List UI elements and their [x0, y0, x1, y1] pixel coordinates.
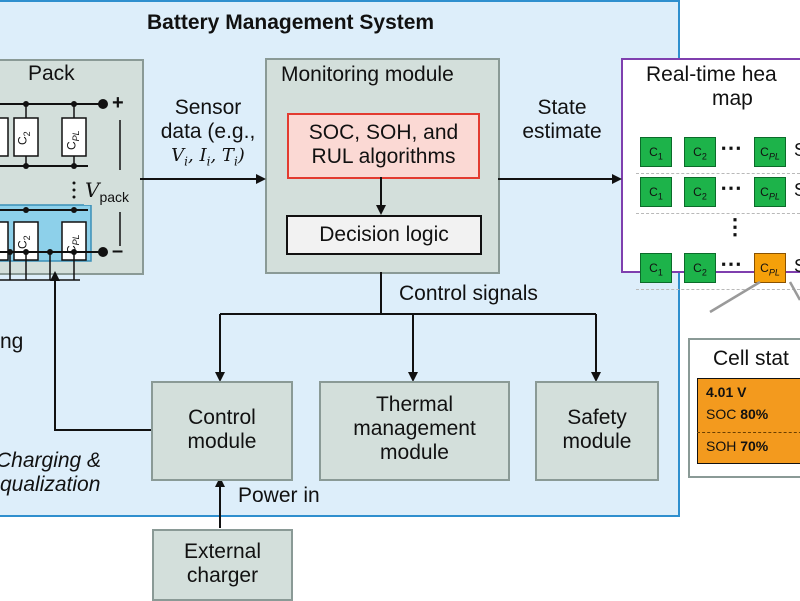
cell-soc-value: 80% [740, 406, 769, 422]
vpack-subscript: pack [99, 189, 130, 205]
decision-logic-label: Decision logic [319, 223, 449, 246]
heatmap-cell-label: C [649, 145, 658, 159]
heatmap-cell-label: C [649, 185, 658, 199]
state-estimate-label: State estimate [510, 96, 614, 144]
decision-logic-box: Decision logic [286, 215, 482, 255]
pack-plus-label: + [112, 92, 124, 114]
arrow-charging [50, 271, 151, 431]
pack-minus-label: – [112, 240, 124, 262]
heatmap-title-line2: map [712, 87, 753, 110]
heatmap-row-ellipsis: ⋯ [720, 135, 742, 160]
cell-soc: SOC 80% [706, 406, 768, 422]
vpack-label: Vpack [84, 178, 131, 205]
charging-line2: qualization [0, 473, 101, 496]
state-estimate-line1: State [537, 96, 587, 119]
cell-soh: SOH 70% [706, 438, 768, 454]
pack-cut-label: ng [0, 330, 24, 353]
heatmap-cell-label: C [693, 145, 702, 159]
thermal-line3: module [380, 441, 449, 464]
heatmap-cell-label: C [649, 261, 658, 275]
pack-terminal-plus [98, 99, 108, 109]
callout-line-right [788, 281, 800, 301]
heatmap-cell-label: C [693, 185, 702, 199]
cell-soh-label: SOH [706, 438, 737, 454]
heatmap-cell-label: C [760, 261, 769, 275]
algorithms-box: SOC, SOH, and RUL algorithms [287, 113, 480, 179]
heatmap-cell: C2 [684, 137, 716, 167]
pack-cell-bot-1 [0, 221, 9, 261]
pack-terminal-minus [98, 247, 108, 257]
thermal-line1: Thermal [375, 393, 454, 416]
heatmap-cell-label: C [693, 261, 702, 275]
heatmap-cell: CPL [754, 177, 786, 207]
cell-soc-label: SOC [706, 406, 737, 422]
heatmap-cell-label: C [760, 145, 769, 159]
control-signals-label: Control signals [399, 282, 538, 305]
heatmap-cell: C2 [684, 253, 716, 283]
heatmap-cell: C1 [640, 137, 672, 167]
heatmap-cell: C1 [640, 177, 672, 207]
callout-line-left [709, 280, 761, 314]
heatmap-row-separator [636, 289, 800, 290]
heatmap-cell: CPL [754, 137, 786, 167]
charging-line1: Charging & [0, 449, 102, 472]
external-charger: External charger [152, 529, 293, 601]
bms-title: Battery Management System [147, 11, 435, 34]
sensor-line3: Vi, Ii, Ti) [150, 144, 266, 174]
algorithms-line2: RUL algorithms [311, 145, 456, 168]
safety-line2: module [562, 430, 632, 453]
safety-line1: Safety [567, 406, 627, 429]
cell-status-divider [697, 432, 800, 433]
heatmap-row-ellipsis: ⋯ [720, 175, 742, 200]
state-estimate-line2: estimate [522, 120, 602, 143]
charger-line1: External [183, 540, 262, 563]
heatmap-title: Real-time hea map [628, 63, 800, 111]
cell-status-card [697, 378, 800, 464]
thermal-management-module: Thermal management module [319, 381, 510, 481]
heatmap-row-status: S [794, 256, 800, 277]
heatmap-cell-label: C [760, 185, 769, 199]
cell-status-title: Cell stat [713, 347, 789, 370]
pack-circuit [0, 99, 121, 281]
pack-cell-top-1 [0, 117, 9, 157]
control-module-line1: Control [188, 406, 256, 429]
heatmap-title-line1: Real-time hea [646, 63, 777, 86]
vpack-symbol: V [85, 178, 100, 202]
heatmap-cell: CPL [754, 253, 786, 283]
sensor-line1: Sensor [174, 96, 242, 119]
heatmap-row-status: S [794, 140, 800, 161]
heatmap-vdots: ⋮ [724, 214, 746, 239]
heatmap-row-separator [636, 213, 800, 214]
heatmap-row-ellipsis: ⋯ [720, 251, 742, 276]
sensor-data-label: Sensor data (e.g., Vi, Ii, Ti) [150, 96, 266, 174]
cell-voltage: 4.01 V [706, 384, 747, 400]
heatmap-cell: C2 [684, 177, 716, 207]
heatmap-cell: C1 [640, 253, 672, 283]
sensor-line3-text: Vi, Ii, Ti) [171, 145, 245, 169]
safety-module: Safety module [535, 381, 659, 481]
thermal-line2: management [353, 417, 476, 440]
control-module: Control module [151, 381, 293, 481]
algorithms-line1: SOC, SOH, and [308, 121, 459, 144]
sensor-line2: data (e.g., [160, 120, 256, 143]
charging-equalization-label: Charging & qualization [0, 449, 101, 497]
pack-title: Pack [28, 62, 75, 85]
cell-soh-value: 70% [740, 438, 769, 454]
power-in-label: Power in [238, 484, 320, 507]
heatmap-row-separator [636, 173, 800, 174]
control-module-line2: module [187, 430, 257, 453]
monitoring-title: Monitoring module [281, 63, 454, 86]
heatmap-row-status: S [794, 180, 800, 201]
charger-line2: charger [186, 564, 259, 587]
